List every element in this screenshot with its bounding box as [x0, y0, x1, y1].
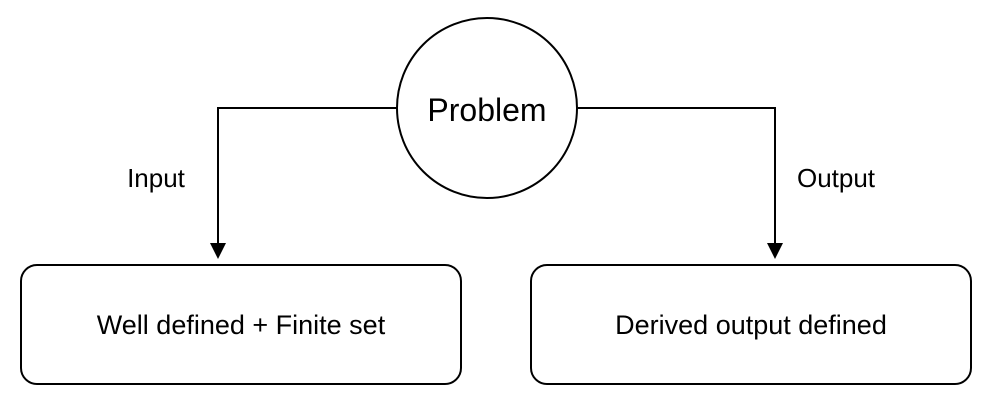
input-edge-label: Input	[127, 163, 186, 193]
output-box-label: Derived output defined	[615, 310, 887, 340]
input-connector-line	[217, 107, 397, 246]
input-box-label: Well defined + Finite set	[97, 310, 386, 340]
problem-label: Problem	[427, 92, 546, 128]
output-arrowhead	[767, 243, 783, 259]
problem-circle-node	[396, 17, 578, 199]
input-arrowhead	[210, 243, 226, 259]
output-edge-label: Output	[797, 163, 876, 193]
output-connector-line	[578, 107, 776, 246]
input-box	[20, 264, 462, 385]
output-box	[530, 264, 972, 385]
